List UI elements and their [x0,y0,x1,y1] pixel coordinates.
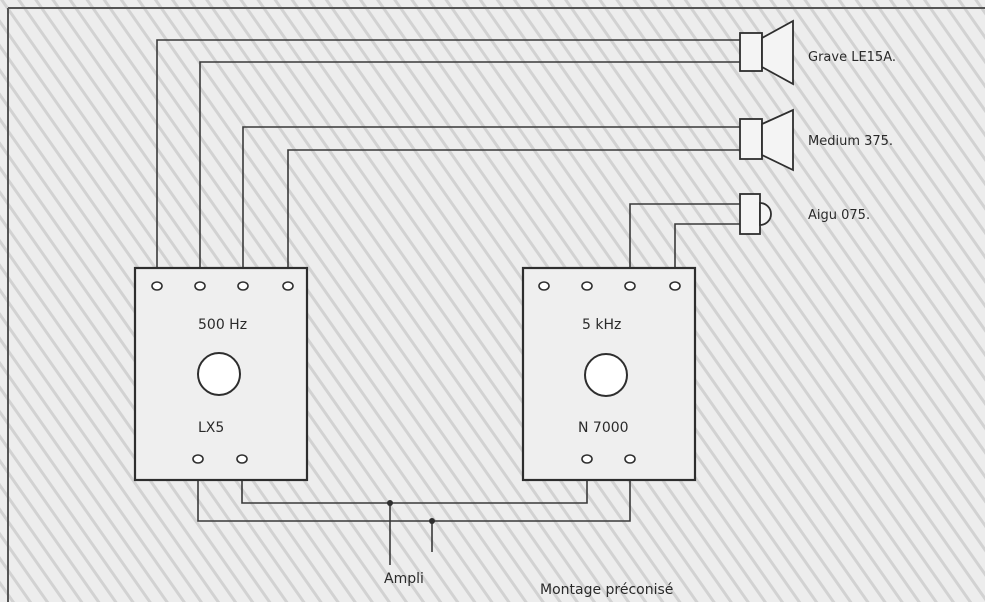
wire-medium-2 [287,149,742,283]
junction-dot-2 [429,518,435,524]
wire-input-2 [197,461,631,522]
terminal [236,454,248,464]
speaker-label: Medium 375. [808,134,893,149]
terminal [581,281,593,291]
filter-n7000: 5 kHz N 7000 [521,266,697,482]
wire-aigu-2 [674,223,742,283]
filter-frequency: 5 kHz [582,317,621,333]
speaker-magnet [739,118,763,160]
wire-aigu-1 [629,203,742,283]
wire-grave-1 [156,39,742,283]
terminal [282,281,294,291]
terminal [192,454,204,464]
speaker-cone-icon [761,19,794,86]
wire-medium-1 [242,126,742,283]
terminal [669,281,681,291]
speaker-medium: Medium 375. [739,108,893,172]
junction-dot-1 [387,500,393,506]
speaker-cone-icon [761,108,794,172]
terminal [538,281,550,291]
terminal [581,454,593,464]
speaker-grave: Grave LE15A. [739,19,896,86]
tweeter-dome-icon [759,202,772,226]
terminal [194,281,206,291]
speaker-aigu: Aigu 075. [739,193,870,235]
filter-model: LX5 [198,420,224,436]
speaker-magnet [739,32,763,72]
wire-grave-2 [199,61,742,283]
amplifier-label: Ampli [384,571,424,587]
speaker-label: Aigu 075. [808,208,870,223]
filter-frequency: 500 Hz [198,317,247,333]
terminal [237,281,249,291]
filter-knob [584,353,628,397]
filter-model: N 7000 [578,420,629,436]
filter-knob [197,352,241,396]
speaker-magnet [739,193,761,235]
filter-lx5: 500 Hz LX5 [133,266,309,482]
speaker-label: Grave LE15A. [808,50,896,65]
wire-input-1 [241,461,588,504]
diagram-caption: Montage préconisé [540,582,673,598]
terminal [151,281,163,291]
terminal [624,454,636,464]
terminal [624,281,636,291]
